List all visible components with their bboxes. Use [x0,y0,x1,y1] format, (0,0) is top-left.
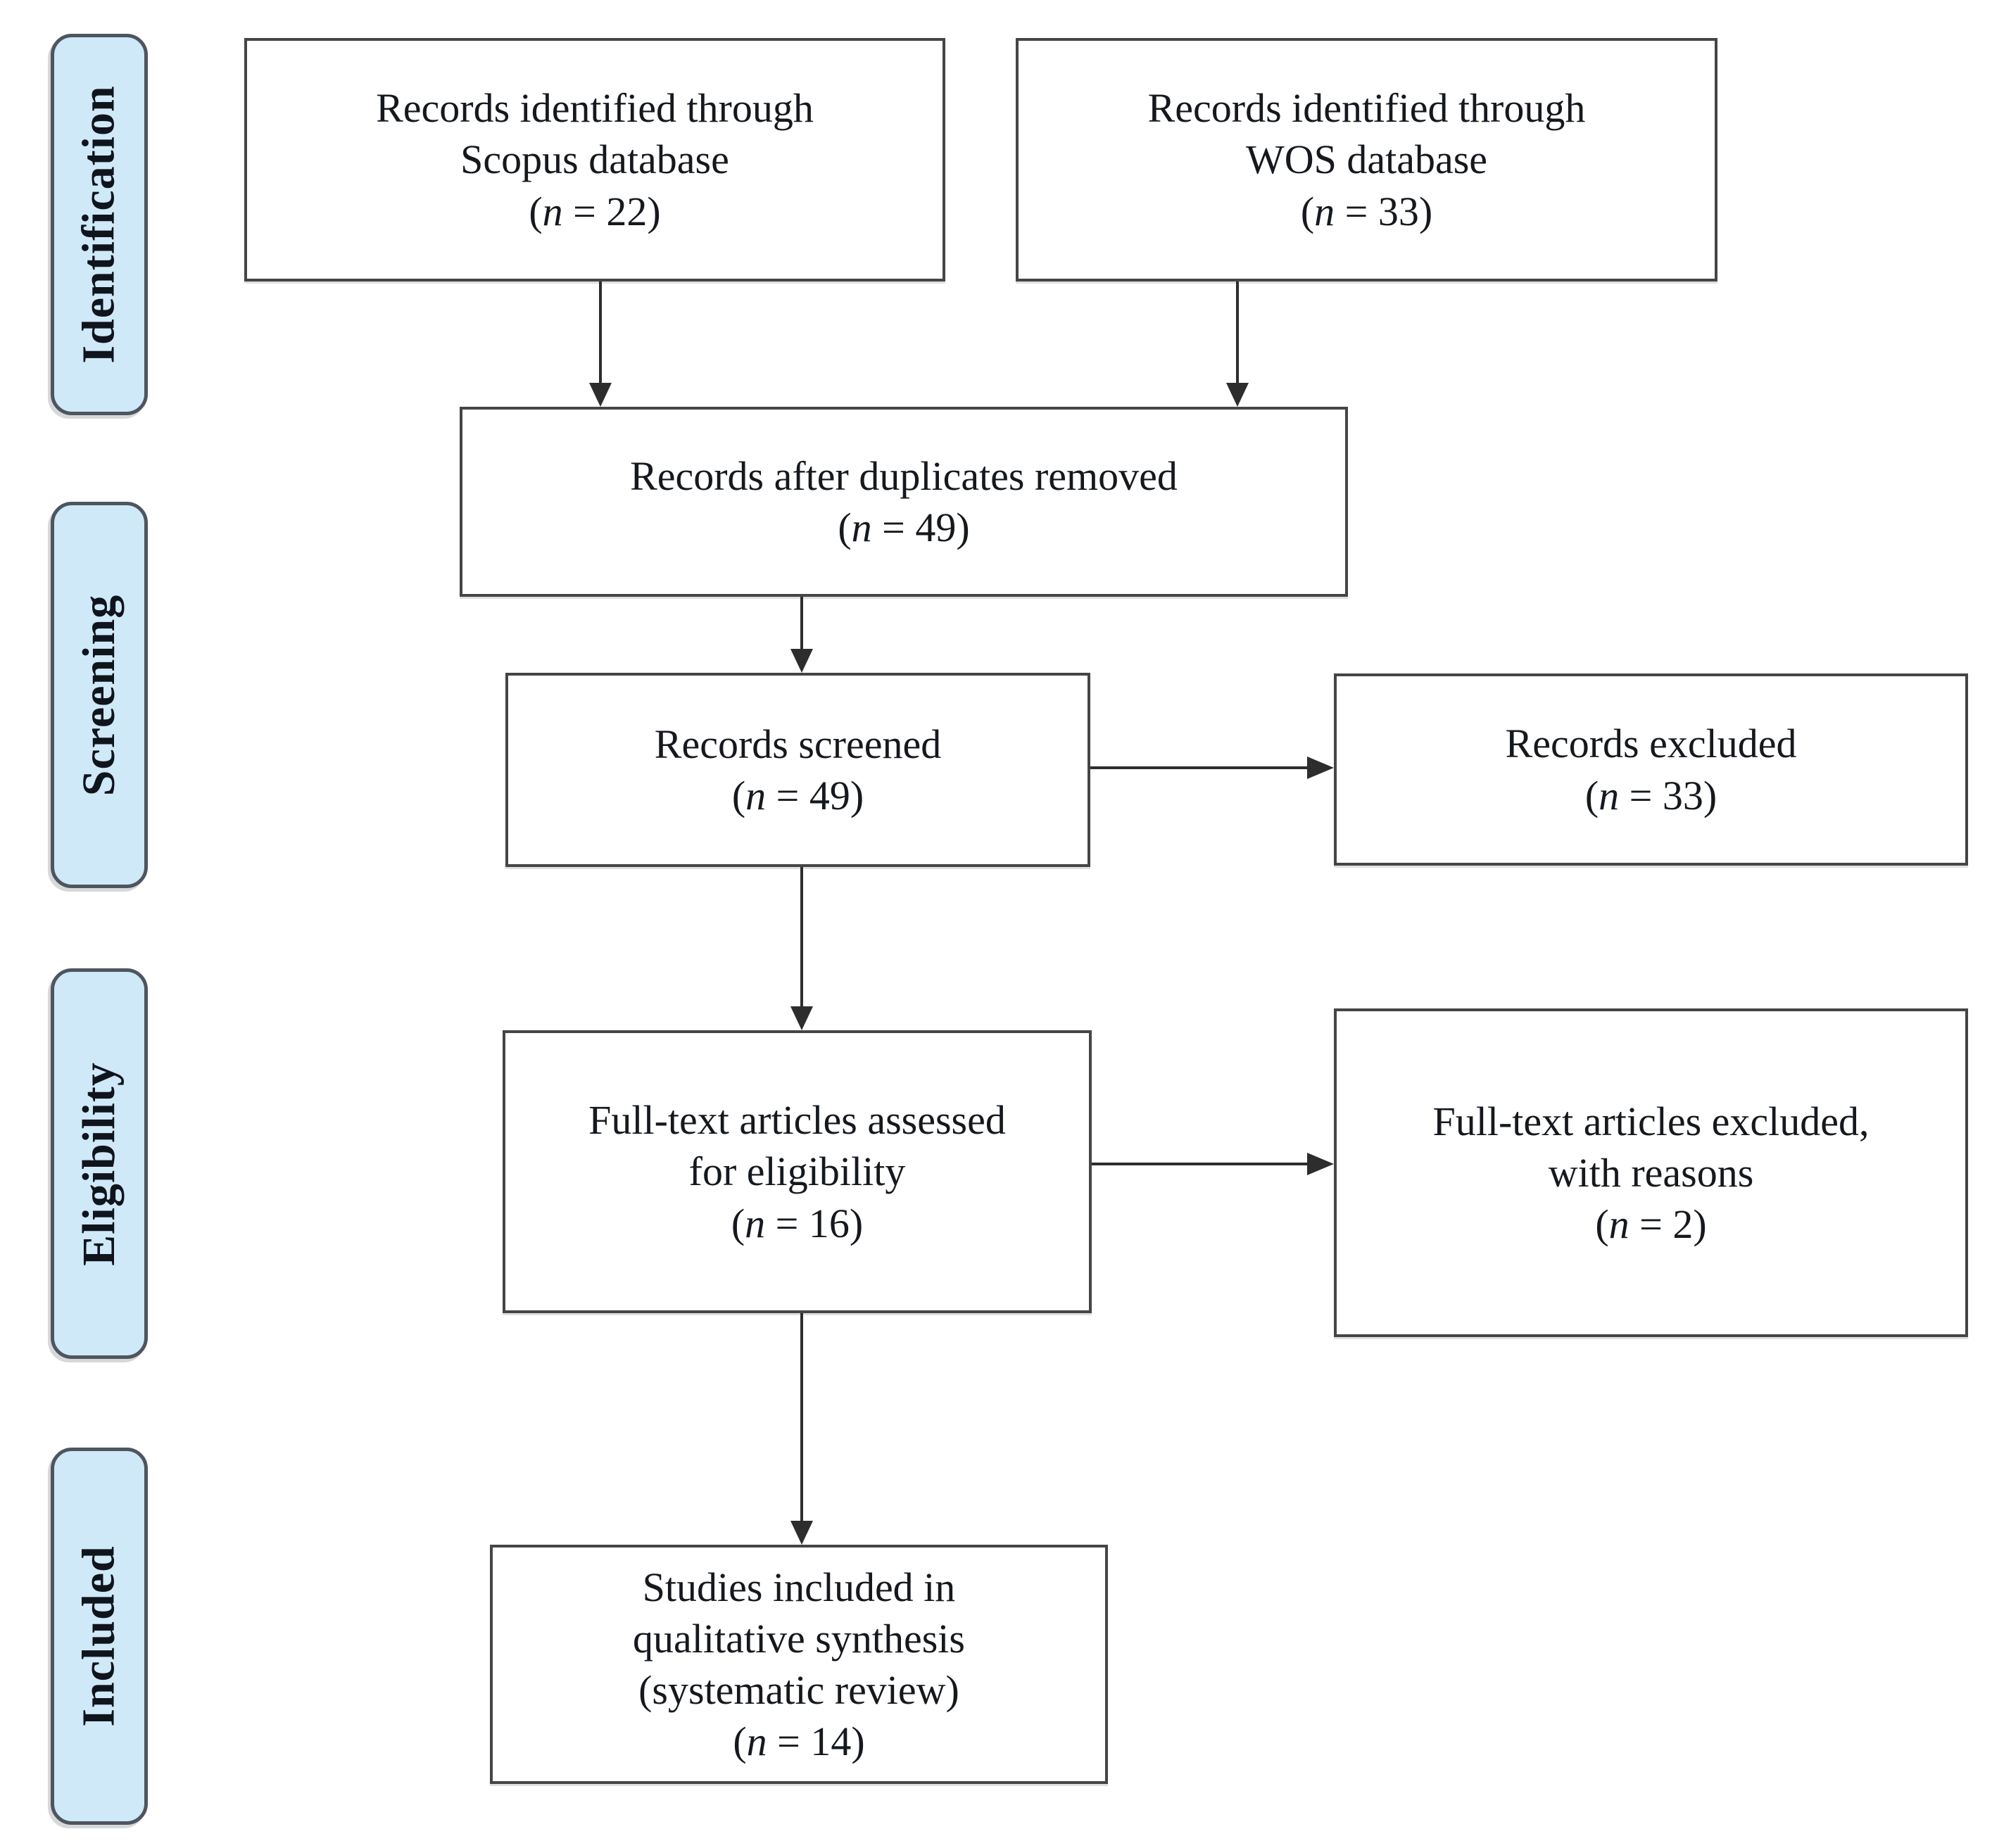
stage-eligibility-label: Eligibility [73,1061,125,1266]
box-duplicates-removed: Records after duplicates removed (n = 49… [460,407,1348,597]
arrow-shaft [1090,766,1309,769]
stage-included-label: Included [73,1545,125,1727]
arrow-shaft [800,867,803,1008]
box-studies-included-count: (n = 14) [733,1719,865,1765]
stage-identification: Identification [51,34,148,415]
arrow-shaft [1092,1163,1309,1165]
arrow-fulltext-to-included [790,1313,813,1545]
stage-identification-label: Identification [73,85,125,364]
arrow-duplicates-to-screened [790,597,813,673]
box-records-excluded-text: Records excluded [1505,721,1797,767]
arrowhead-down-icon [589,383,612,407]
stage-screening-label: Screening [73,594,125,796]
box-records-excluded: Records excluded (n = 33) [1334,673,1968,866]
box-records-excluded-count: (n = 33) [1584,772,1717,818]
arrowhead-down-icon [790,649,813,673]
box-records-identified-wos-count: (n = 33) [1300,188,1433,234]
arrow-screened-to-excluded [1090,757,1334,779]
arrow-shaft [599,281,602,384]
arrowhead-right-icon [1307,757,1334,779]
box-duplicates-removed-text: Records after duplicates removed [630,452,1178,499]
arrow-scopus-to-duplicates [589,281,612,407]
stage-included: Included [51,1448,148,1825]
arrow-screened-to-fulltext [790,867,813,1030]
box-fulltext-assessed-count: (n = 16) [731,1200,864,1246]
arrow-fulltext-to-fulltext-excluded [1092,1153,1334,1175]
arrowhead-down-icon [790,1006,813,1030]
arrow-shaft [800,1313,803,1522]
arrowhead-down-icon [790,1521,813,1545]
stage-screening: Screening [51,502,148,888]
arrow-wos-to-duplicates [1226,281,1249,407]
box-duplicates-removed-count: (n = 49) [838,505,970,550]
arrowhead-right-icon [1307,1153,1334,1175]
arrow-shaft [800,597,803,650]
box-records-screened: Records screened (n = 49) [505,673,1090,867]
box-records-screened-count: (n = 49) [731,773,864,818]
box-records-identified-scopus-count: (n = 22) [529,188,661,234]
arrowhead-down-icon [1226,383,1249,407]
stage-eligibility: Eligibility [51,968,148,1359]
box-fulltext-excluded-text: Full-text articles excluded,with reasons [1432,1098,1870,1196]
box-fulltext-excluded: Full-text articles excluded,with reasons… [1334,1008,1968,1337]
box-records-screened-text: Records screened [654,721,942,767]
box-fulltext-excluded-count: (n = 2) [1595,1201,1707,1248]
arrow-shaft [1236,281,1239,384]
